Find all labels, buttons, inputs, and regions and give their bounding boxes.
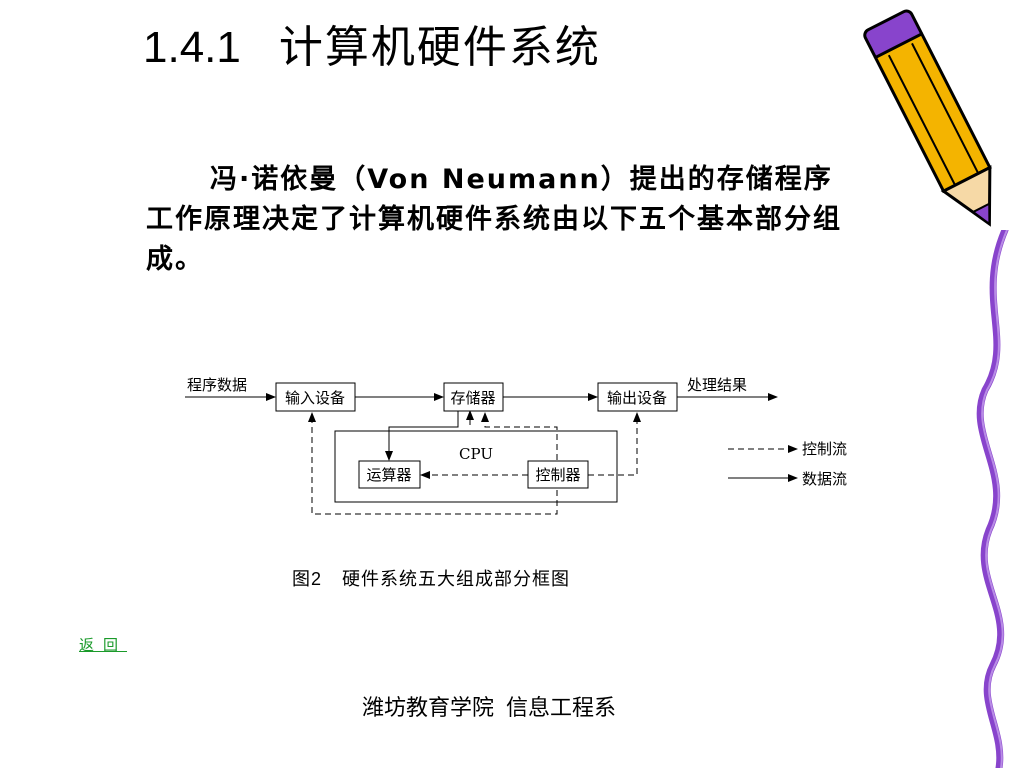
pencil-icon <box>863 9 992 227</box>
spiral-decoration <box>976 230 1009 768</box>
cpu-box <box>334 430 618 503</box>
program-data-label: 程序数据 <box>187 376 247 394</box>
footer: 潍坊教育学院信息工程系 <box>362 690 616 722</box>
memory-box <box>443 382 504 412</box>
result-label: 处理结果 <box>687 376 747 394</box>
section-number: 1.4.1 <box>143 23 241 72</box>
cpu-label: CPU <box>459 445 493 463</box>
figure-caption-text: 硬件系统五大组成部分框图 <box>342 569 571 590</box>
footer-school: 潍坊教育学院 <box>362 696 495 721</box>
alu-label: 运算器 <box>366 466 411 484</box>
output-device-label: 输出设备 <box>607 389 667 407</box>
legend-control-label: 控制流 <box>802 440 847 458</box>
controller-to-output-arrow <box>588 412 641 476</box>
controller-box <box>527 460 589 489</box>
figure-caption: 图2 硬件系统五大组成部分框图 <box>292 565 570 591</box>
memory-to-alu-arrow <box>385 411 459 461</box>
controller-to-memory-arrow <box>481 412 558 460</box>
alu-box <box>358 460 421 489</box>
slide-title: 1.4.1 计算机硬件系统 <box>143 20 601 76</box>
input-device-label: 输入设备 <box>285 389 345 407</box>
figure-number: 图2 <box>292 569 323 589</box>
legend-data-label: 数据流 <box>802 470 847 488</box>
output-device-box <box>597 382 678 412</box>
footer-department: 信息工程系 <box>506 696 617 721</box>
memory-label: 存储器 <box>450 389 495 407</box>
controller-to-input-arrow <box>308 412 558 515</box>
controller-label: 控制器 <box>535 466 580 484</box>
section-title: 计算机硬件系统 <box>278 22 601 73</box>
hardware-block-diagram: CPU 输入设备 存储器 输出设备 运算器 控制器 程序数据 处理结果 控制流 … <box>185 376 847 515</box>
intro-paragraph: 冯·诺依曼（Von Neumann）提出的存储程序工作原理决定了计算机硬件系统由… <box>146 164 842 275</box>
return-link[interactable]: 返回 <box>79 636 128 654</box>
input-device-box <box>275 382 356 412</box>
